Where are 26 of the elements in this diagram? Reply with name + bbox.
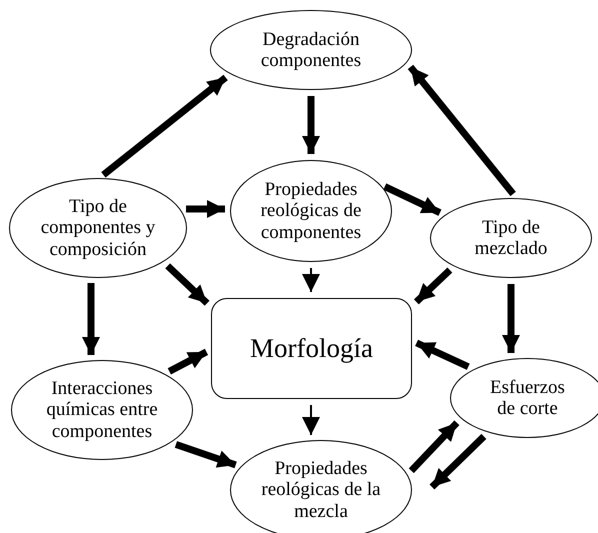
arrow <box>408 420 460 474</box>
arrow <box>82 283 100 355</box>
arrow <box>174 441 237 468</box>
arrow <box>408 64 516 196</box>
rounded-box <box>211 298 412 399</box>
arrow <box>414 268 452 304</box>
arrow <box>302 268 320 292</box>
ellipse-node <box>450 358 598 438</box>
arrow <box>168 348 208 374</box>
node-label: Esfuerzos de corte <box>489 376 566 420</box>
arrow <box>502 284 520 353</box>
node-label: Propiedades reológicas de componentes <box>260 179 362 243</box>
node-label: Interacciones químicas entre componentes <box>45 378 159 442</box>
arrow <box>101 74 228 178</box>
node-label: Tipo de mezclado <box>474 216 548 260</box>
arrow <box>415 340 470 370</box>
arrow <box>186 200 225 218</box>
arrow <box>430 434 486 490</box>
arrow <box>302 405 320 435</box>
node-label: Propiedades reológicas de la mezcla <box>260 458 382 522</box>
node-label: Morfología <box>250 333 373 364</box>
arrow <box>383 183 442 216</box>
arrow <box>165 263 210 306</box>
node-label: Tipo de componentes y composición <box>40 196 156 260</box>
arrow <box>302 96 320 154</box>
node-label: Degradación componentes <box>260 28 362 72</box>
